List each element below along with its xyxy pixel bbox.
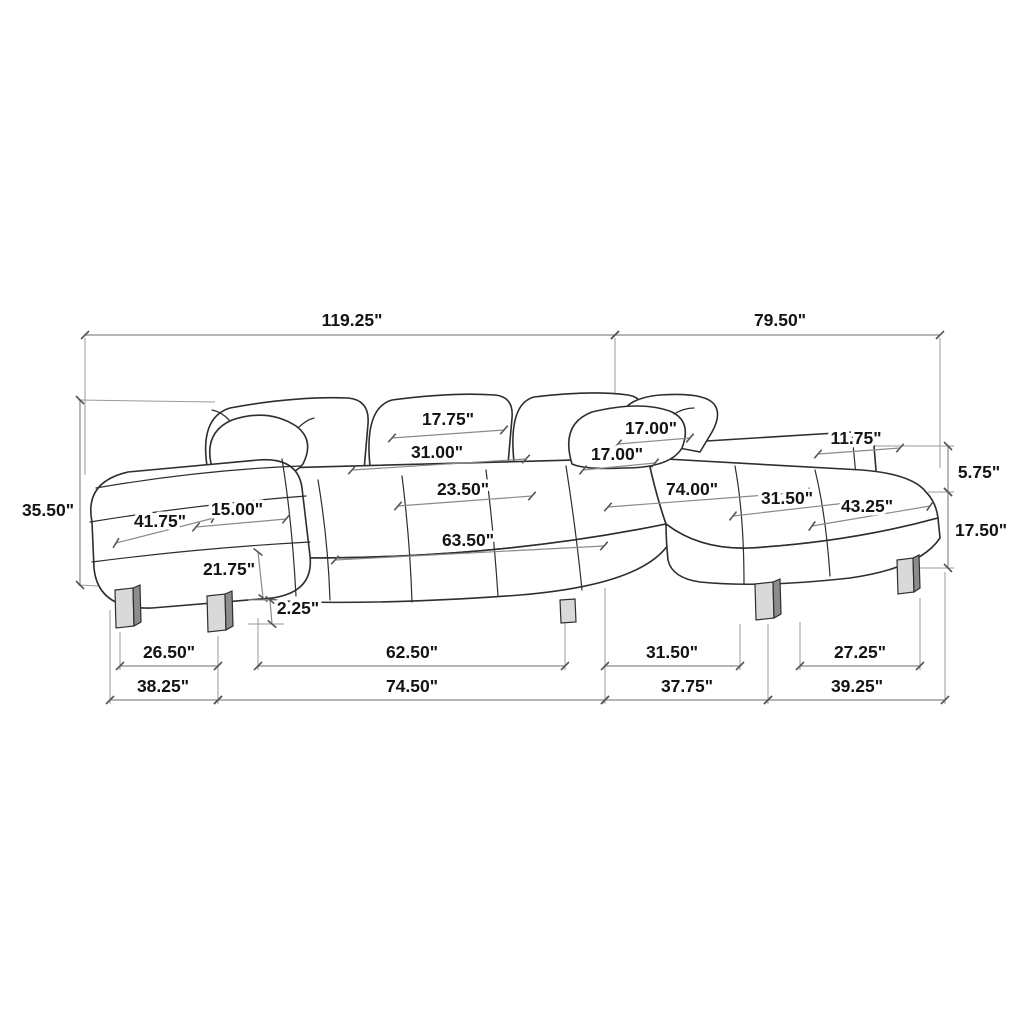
- dim-left-arm-width: 15.00": [191, 496, 291, 532]
- dim-leg-height: 2.25": [248, 595, 323, 629]
- dim-right-arm-width: 11.75": [813, 425, 905, 459]
- pillow-corner-flick: [673, 407, 695, 415]
- dim-label: 23.50": [437, 479, 489, 499]
- dim-label: 31.00": [411, 442, 463, 462]
- dim-chaise-depth: 43.25": [808, 493, 934, 532]
- dim-label: 39.25": [831, 676, 883, 696]
- inner-dimensions: 17.75" 31.00" 17.00" 17.00" 11.75" 23.50…: [112, 406, 934, 629]
- sofa-leg-side: [912, 554, 921, 594]
- dim-label: 2.25": [277, 598, 319, 618]
- dim-label: 31.50": [646, 642, 698, 662]
- dim-chaise-leg-span: 31.50": [600, 588, 745, 704]
- dim-left-base: 38.25": [105, 610, 223, 705]
- seat-seams: [317, 465, 583, 603]
- sofa-leg-side: [224, 590, 234, 632]
- seat-seam: [317, 479, 331, 601]
- dim-left-leg-span: 26.50": [115, 632, 223, 704]
- dim-label: 74.00": [666, 479, 718, 499]
- dim-label: 17.50": [955, 520, 1007, 540]
- dim-label: 119.25": [322, 310, 383, 330]
- dim-seat-depth: 23.50": [393, 476, 537, 511]
- dim-line: [347, 454, 531, 475]
- dim-label: 11.75": [830, 428, 881, 448]
- sofa-legs: [114, 554, 921, 633]
- dim-label: 17.75": [422, 409, 474, 429]
- dim-left-arm-depth: 41.75": [112, 508, 218, 549]
- dim-seat-height: 17.50": [916, 487, 1011, 573]
- sofa-leg: [559, 598, 577, 624]
- dim-chaise-width: 31.50": [728, 485, 851, 521]
- dim-line: [330, 541, 609, 565]
- dim-label: 63.50": [442, 530, 494, 550]
- dim-label: 74.50": [386, 676, 438, 696]
- dim-chaise-length: 74.00": [603, 476, 811, 512]
- left-arm: [90, 458, 312, 609]
- dim-label: 62.50": [386, 642, 438, 662]
- arm-seam: [281, 458, 297, 597]
- sofa-leg: [754, 581, 775, 621]
- dim-seat-span: 62.50": [253, 602, 570, 671]
- seat-seam: [565, 465, 583, 591]
- dim-back-cushion-width: 17.75": [387, 406, 509, 443]
- dim-label: 27.25": [834, 642, 886, 662]
- dim-label: 5.75": [958, 462, 1000, 482]
- dim-seat-width: 63.50": [330, 527, 609, 565]
- sofa-leg-side: [772, 578, 782, 620]
- seat-seam: [401, 475, 413, 603]
- dim-label: 43.25": [841, 496, 893, 516]
- left-arm-seams: [89, 458, 311, 597]
- dim-label: 35.50": [22, 500, 74, 520]
- dim-pillow-width-lower: 17.00": [578, 441, 660, 475]
- dim-label: 21.75": [203, 559, 255, 579]
- dim-line: [813, 443, 905, 459]
- arm-seam: [95, 465, 301, 489]
- dim-line: [603, 487, 811, 512]
- dim-label: 15.00": [211, 499, 263, 519]
- dim-label: 79.50": [754, 310, 806, 330]
- pillow-corner-flick: [211, 409, 231, 422]
- seat-seam: [485, 469, 499, 597]
- dim-label: 37.75": [661, 676, 713, 696]
- dim-right-base: 39.25": [763, 572, 950, 705]
- dim-right-leg-span: 27.25": [795, 598, 925, 671]
- dim-line: [265, 595, 277, 629]
- dim-line: [387, 425, 509, 443]
- dim-line: [253, 547, 268, 603]
- dim-right-base-inner: 37.75": [600, 624, 773, 705]
- sofa-leg: [114, 587, 135, 629]
- chaise-front: [665, 517, 941, 586]
- sofa-leg: [896, 557, 915, 595]
- dim-label: 17.00": [625, 418, 677, 438]
- dim-line: [808, 500, 934, 532]
- dim-label: 41.75": [134, 511, 186, 531]
- dim-line: [578, 458, 660, 475]
- dim-label: 38.25": [137, 676, 189, 696]
- dim-overall-height: 35.50": [18, 395, 216, 590]
- sofa-leg: [206, 593, 227, 633]
- extension-line: [77, 399, 216, 403]
- dim-label: 26.50": [143, 642, 195, 662]
- dim-center-base: 74.50": [213, 673, 610, 705]
- dim-right-arm-height: 5.75": [870, 441, 1004, 497]
- dim-overall-width-right: 79.50": [610, 307, 945, 468]
- dim-pillow-width-upper: 17.00": [613, 415, 695, 449]
- dim-back-cushion-span: 31.00": [347, 439, 531, 475]
- dim-overall-width-left: 119.25": [80, 307, 620, 475]
- dim-line: [393, 491, 537, 511]
- outer-dimensions: 119.25" 79.50" 35.50" 5.75" 17.50": [18, 307, 1011, 705]
- sofa-leg-side: [132, 584, 142, 628]
- dim-label: 31.50": [761, 488, 813, 508]
- arm-seam: [91, 541, 311, 563]
- dim-label: 17.00": [591, 444, 643, 464]
- dim-line: [613, 433, 695, 449]
- pillow-corner-flick: [297, 417, 315, 429]
- dim-left-arm-height: 21.75": [199, 547, 268, 603]
- dim-line: [191, 514, 291, 532]
